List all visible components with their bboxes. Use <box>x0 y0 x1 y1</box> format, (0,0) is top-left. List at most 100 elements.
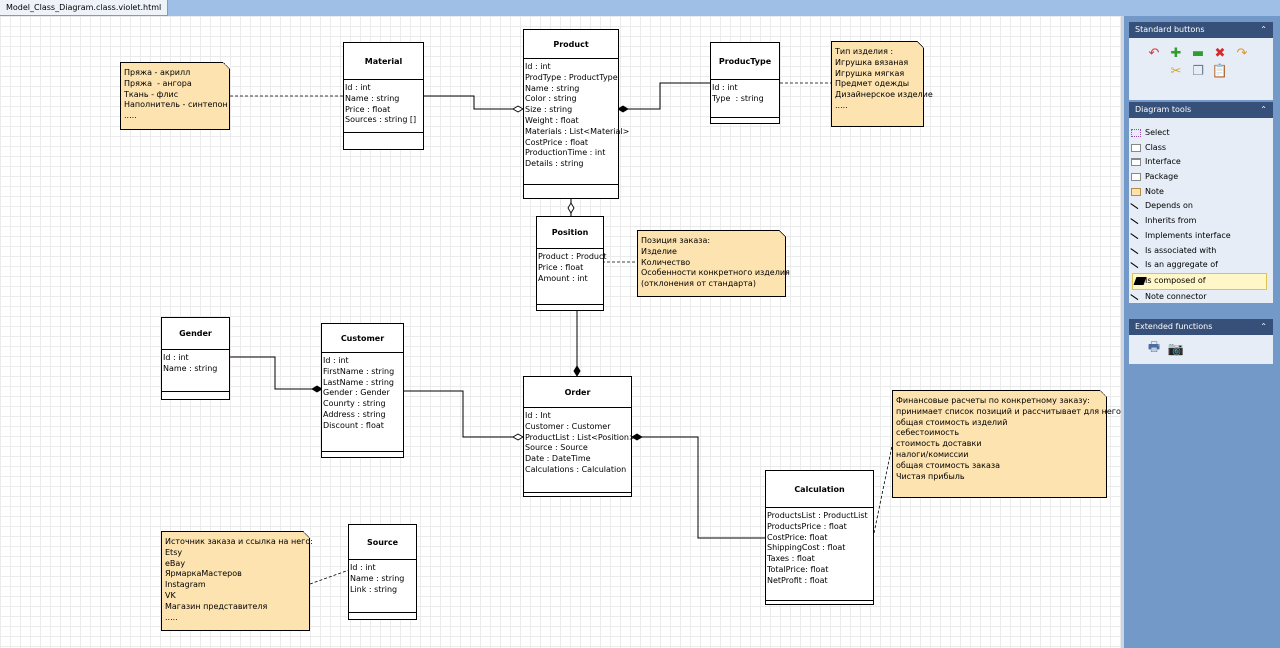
diagram-canvas[interactable]: Material Id : int Name : string Price : … <box>0 16 1121 648</box>
class-name: Product <box>524 30 618 59</box>
tool-inherits-from-icon <box>1130 214 1141 225</box>
standard-buttons-section: Standard buttons ⌃ ↶ ✚ ▬ ✖ ↷ ✂ ❐ 📋 <box>1129 22 1273 100</box>
collapse-icon[interactable]: ⌃ <box>1260 25 1267 34</box>
print-button[interactable]: 🖶 <box>1143 340 1165 357</box>
tab-bar: Model_Class_Diagram.class.violet.html <box>0 0 1280 17</box>
tool-label: Note <box>1145 186 1164 196</box>
extended-functions-section: Extended functions⌃ 🖶📷 <box>1129 319 1273 364</box>
delete-button[interactable]: ✖ <box>1209 45 1231 61</box>
class-customer[interactable]: Customer Id : int FirstName : string Las… <box>321 323 404 458</box>
tool-depends-on-icon <box>1130 200 1141 210</box>
tool-is-associated-with-icon <box>1130 244 1141 254</box>
class-name: Material <box>344 43 423 80</box>
tool-label: Note connector <box>1145 291 1207 301</box>
copy-icon: ❐ <box>1192 63 1204 79</box>
print-icon: 🖶 <box>1147 340 1161 355</box>
link-gender-customer <box>230 356 323 393</box>
class-name: Calculation <box>766 471 873 508</box>
class-calculation[interactable]: Calculation ProductsList : ProductList P… <box>765 470 874 605</box>
undo-button[interactable]: ↶ <box>1143 45 1165 61</box>
class-producttype[interactable]: ProducType Id : int Type : string <box>710 42 780 124</box>
camera-icon: 📷 <box>1167 341 1185 357</box>
tool-label: Inherits from <box>1145 216 1197 226</box>
tool-note-icon <box>1131 187 1141 196</box>
tool-class-icon <box>1131 143 1141 152</box>
tab-diagram-file[interactable]: Model_Class_Diagram.class.violet.html <box>0 0 169 16</box>
class-source[interactable]: Source Id : int Name : string Link : str… <box>348 524 417 620</box>
tool-note[interactable]: Note <box>1129 185 1273 200</box>
note-position[interactable]: Позиция заказа: Изделие Количество Особе… <box>637 230 790 297</box>
class-attributes: Id : int Type : string <box>711 80 779 118</box>
cut-icon: ✂ <box>1170 63 1182 79</box>
tool-label: Class <box>1145 142 1167 152</box>
tool-is-associated-with[interactable]: Is associated with <box>1129 244 1273 259</box>
note-producttype[interactable]: Тип изделия : Игрушка вязаная Игрушка мя… <box>831 41 933 127</box>
paste-icon: 📋 <box>1211 63 1229 79</box>
tool-implements-interface-icon <box>1130 229 1141 239</box>
cut-button[interactable]: ✂ <box>1165 63 1187 79</box>
tool-is-an-aggregate-of[interactable]: Is an aggregate of <box>1129 258 1273 273</box>
note-calculation[interactable]: Финансовые расчеты по конкретному заказу… <box>892 390 1121 498</box>
tool-note-connector[interactable]: Note connector <box>1129 290 1273 305</box>
tool-label: Is composed of <box>1145 275 1206 285</box>
tool-interface[interactable]: Interface <box>1129 155 1273 170</box>
side-panel: Standard buttons ⌃ ↶ ✚ ▬ ✖ ↷ ✂ ❐ 📋 Diagram tool… <box>1124 16 1280 648</box>
class-attributes: Id : int Name : string Price : float Sou… <box>344 80 423 133</box>
link-material-product <box>424 95 524 113</box>
tool-depends-on[interactable]: Depends on <box>1129 199 1273 214</box>
tool-label: Package <box>1145 172 1179 182</box>
add-button[interactable]: ✚ <box>1165 45 1187 61</box>
standard-buttons-header[interactable]: Standard buttons ⌃ <box>1129 22 1273 38</box>
diagram-tools-header[interactable]: Diagram tools ⌃ <box>1129 102 1273 118</box>
tool-interface-icon <box>1131 158 1141 167</box>
tool-select[interactable]: Select <box>1129 126 1273 141</box>
extended-buttons-row: 🖶📷 <box>1129 340 1273 358</box>
class-material[interactable]: Material Id : int Name : string Price : … <box>343 42 424 150</box>
class-gender[interactable]: Gender Id : int Name : string <box>161 317 230 400</box>
note-material[interactable]: Пряжа - акрилл Пряжа - ангора Ткань - фл… <box>120 62 230 130</box>
tool-implements-interface[interactable]: Implements interface <box>1129 229 1273 244</box>
paste-button[interactable]: 📋 <box>1209 63 1231 79</box>
class-name: Order <box>524 377 631 408</box>
note-source[interactable]: Источник заказа и ссылка на него: Etsy e… <box>161 531 313 631</box>
class-product[interactable]: Product Id : int ProdType : ProductType … <box>523 29 629 199</box>
tool-is-composed-of[interactable]: Is composed of <box>1132 272 1267 290</box>
link-calculation-order <box>631 433 765 539</box>
standard-buttons-row: ↶ ✚ ▬ ✖ ↷ <box>1129 44 1273 62</box>
class-attributes: Id : int Name : string <box>162 350 229 392</box>
section-title: Diagram tools <box>1135 105 1192 114</box>
canvas-scrollbar[interactable] <box>1121 16 1124 648</box>
add-icon: ✚ <box>1170 45 1182 61</box>
class-position[interactable]: Position Product : Product Price : float… <box>536 216 607 311</box>
class-order[interactable]: Order Id : Int Customer : Customer Produ… <box>523 376 636 497</box>
class-attributes: Product : Product Price : float Amount :… <box>537 249 607 305</box>
tool-label: Is associated with <box>1145 245 1217 255</box>
link-productype-product <box>617 82 710 113</box>
redo-button[interactable]: ↷ <box>1231 45 1253 61</box>
tool-class[interactable]: Class <box>1129 141 1273 156</box>
note-link-source <box>309 569 350 585</box>
link-customer-order <box>403 390 524 441</box>
section-title: Extended functions <box>1135 322 1213 331</box>
delete-icon: ✖ <box>1214 45 1226 61</box>
undo-icon: ↶ <box>1148 45 1160 61</box>
tool-label: Is an aggregate of <box>1145 260 1218 270</box>
tool-inherits-from[interactable]: Inherits from <box>1129 214 1273 229</box>
collapse-icon[interactable]: ⌃ <box>1260 322 1267 331</box>
collapse-icon[interactable]: ⌃ <box>1260 105 1267 114</box>
class-name: Source <box>349 525 416 560</box>
tool-label: Interface <box>1145 157 1181 167</box>
standard-buttons-row: ✂ ❐ 📋 <box>1129 62 1273 80</box>
copy-button[interactable]: ❐ <box>1187 63 1209 79</box>
redo-icon: ↷ <box>1236 45 1248 61</box>
tool-note-connector-icon <box>1130 290 1141 300</box>
tool-label: Depends on <box>1145 201 1193 211</box>
class-attributes: Id : int ProdType : ProductType Name : s… <box>524 59 629 185</box>
extended-functions-header[interactable]: Extended functions ⌃ <box>1129 319 1273 335</box>
section-title: Standard buttons <box>1135 25 1205 34</box>
tool-package[interactable]: Package <box>1129 170 1273 185</box>
tool-label: Implements interface <box>1145 230 1231 240</box>
camera-button[interactable]: 📷 <box>1165 341 1187 357</box>
minus-button[interactable]: ▬ <box>1187 45 1209 61</box>
class-name: ProducType <box>711 43 779 80</box>
